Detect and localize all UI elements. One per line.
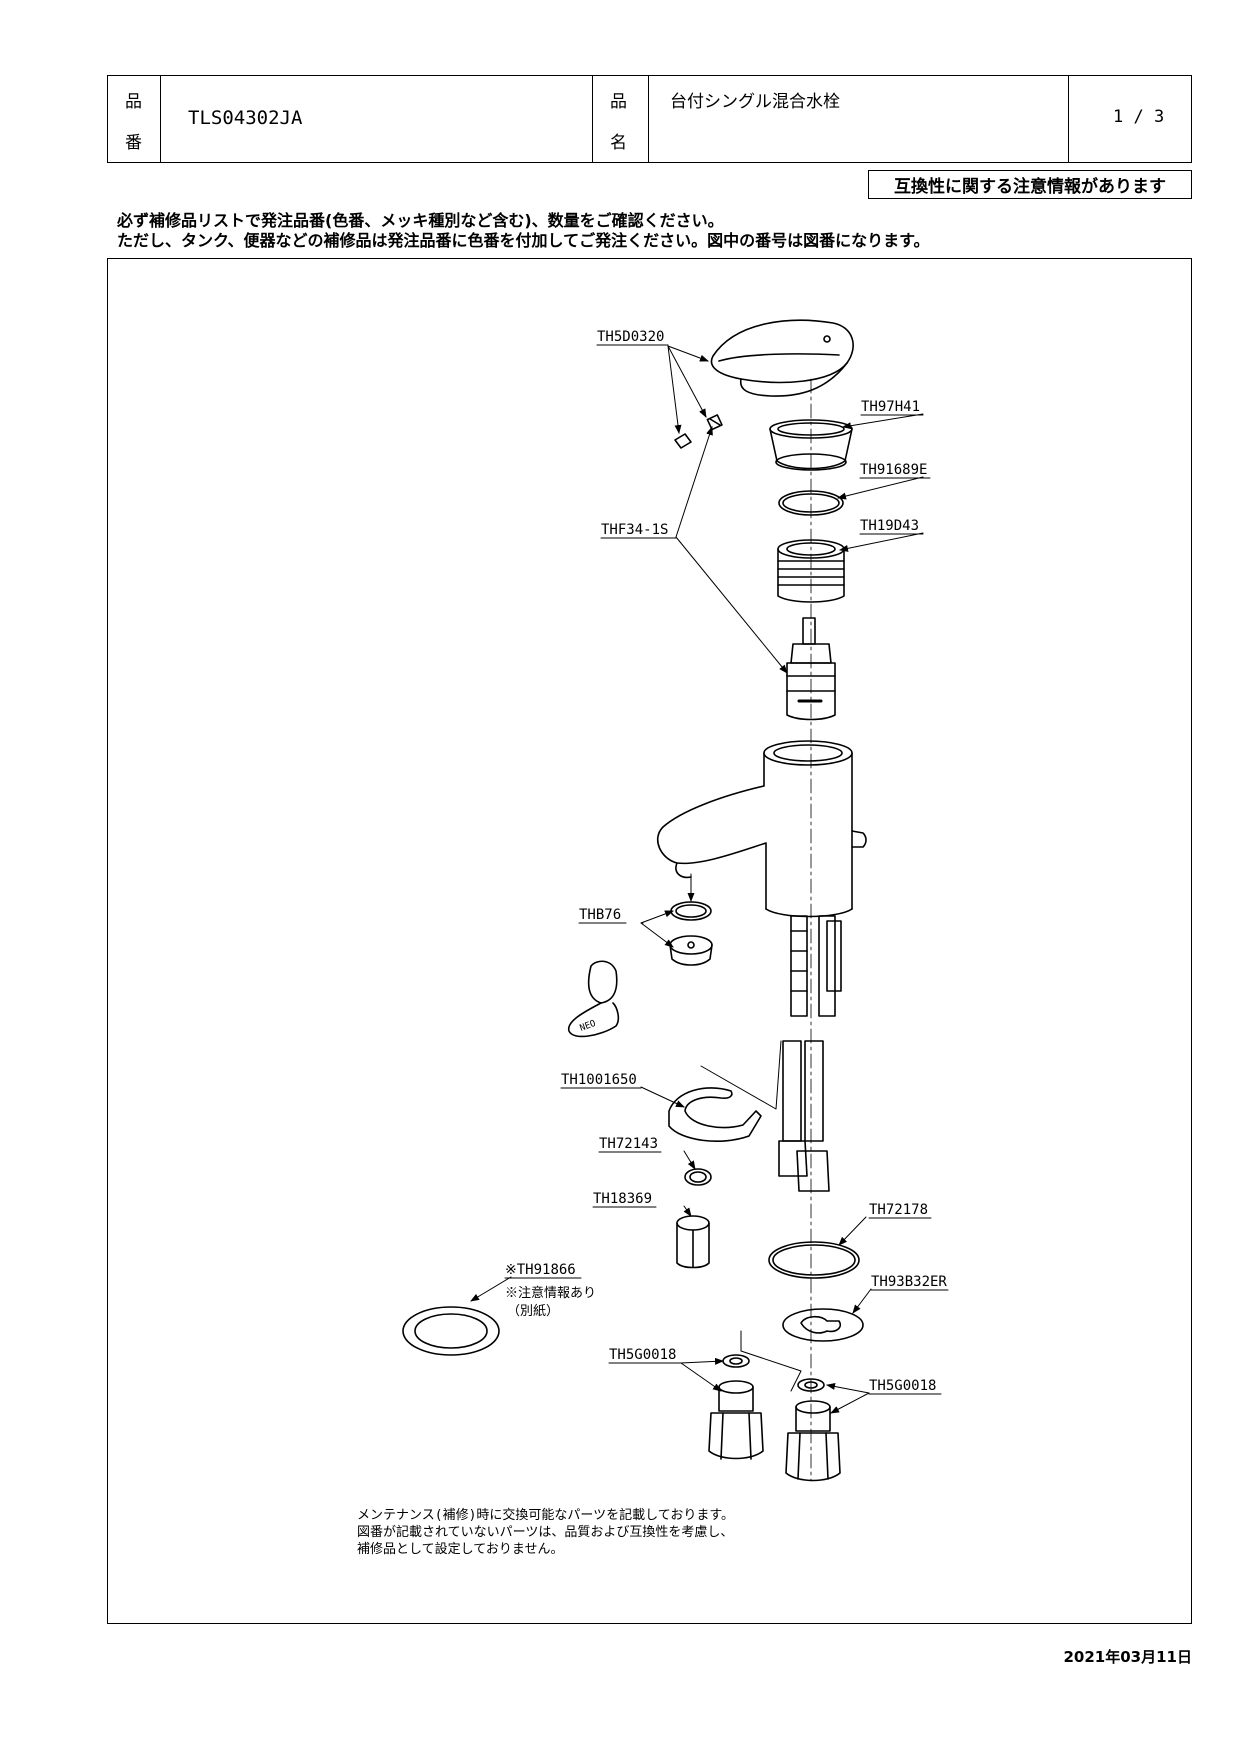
screw-parts: [674, 414, 723, 449]
issue-date: 2021年03月11日: [1063, 1648, 1193, 1666]
faucet-body: [657, 740, 867, 918]
label-th93b32er: TH93B32ER: [871, 1274, 947, 1290]
gasket-ring: [768, 1241, 860, 1279]
product-number: TLS04302JA: [188, 107, 303, 129]
maintenance-note-2: 図番が記載されていないパーツは、品質および互換性を考慮し、: [357, 1524, 733, 1540]
page-number: 1 / 3: [1113, 107, 1165, 127]
label-th1001650: TH1001650: [561, 1072, 637, 1088]
label-th91866: ※TH91866: [505, 1262, 576, 1278]
leader-lines: [470, 345, 924, 1414]
exploded-diagram: NEO: [357, 319, 949, 1557]
fitting-washers: [722, 1354, 825, 1392]
label-th5d0320: TH5D0320: [597, 329, 664, 345]
threaded-nut: [777, 539, 845, 603]
supply-hoses: [778, 915, 842, 1192]
cover-cap: [769, 419, 853, 471]
maintenance-note-1: メンテナンス(補修)時に交換可能なパーツを記載しております。: [357, 1507, 734, 1523]
maintenance-note-3: 補修品として設定しておりません。: [357, 1541, 563, 1557]
diagram-frame: NEO: [107, 258, 1192, 1624]
connector-right: [785, 1400, 841, 1482]
label-th5g0018-right: TH5G0018: [869, 1378, 936, 1394]
label-underlines: [504, 344, 949, 1395]
hinban-label-2: 番: [125, 133, 142, 153]
mounting-plate: [782, 1308, 864, 1342]
label-th72178: TH72178: [869, 1202, 928, 1218]
th91866-note-1: ※注意情報あり: [505, 1285, 596, 1301]
label-thb76: THB76: [579, 907, 621, 923]
hinban-label-1: 品: [125, 92, 142, 112]
aerator: [669, 901, 713, 966]
lever-handle: [710, 319, 854, 397]
label-th18369: TH18369: [593, 1191, 652, 1207]
label-th5g0018-left: TH5G0018: [609, 1347, 676, 1363]
hinmei-label-2: 名: [610, 133, 627, 153]
divider: [160, 76, 161, 162]
divider: [592, 76, 593, 162]
label-th72143: TH72143: [599, 1136, 658, 1152]
small-washer: [684, 1168, 712, 1186]
retaining-clip: [668, 1087, 762, 1142]
instruction-line-1: 必ず補修品リストで発注品番(色番、メッキ種別など含む)、数量をご確認ください。: [117, 211, 724, 230]
hinmei-label-1: 品: [610, 92, 627, 112]
label-th19d43: TH19D43: [860, 518, 919, 534]
divider: [1068, 76, 1069, 162]
instruction-line-2: ただし、タンク、便器などの補修品は発注品番に色番を付加してご発注ください。図中の…: [117, 231, 930, 250]
cartridge: [786, 617, 836, 721]
label-th91689e: TH91689E: [860, 462, 927, 478]
aerator-wrench: NEO: [568, 960, 620, 1038]
o-ring: [778, 490, 844, 516]
product-name: 台付シングル混合水栓: [670, 92, 840, 112]
label-thf34: THF34-1S: [601, 522, 668, 538]
label-th97h41: TH97H41: [861, 399, 920, 415]
compatibility-notice: 互換性に関する注意情報があります: [868, 170, 1192, 199]
header-table: 品 番 TLS04302JA 品 名 台付シングル混合水栓 1 / 3: [107, 75, 1192, 163]
th91866-note-2: （別紙）: [507, 1304, 559, 1319]
svg-text:NEO: NEO: [579, 1019, 598, 1034]
connector-left: [708, 1380, 764, 1460]
hex-stud: [676, 1215, 710, 1269]
divider: [648, 76, 649, 162]
large-packing: [402, 1306, 500, 1356]
